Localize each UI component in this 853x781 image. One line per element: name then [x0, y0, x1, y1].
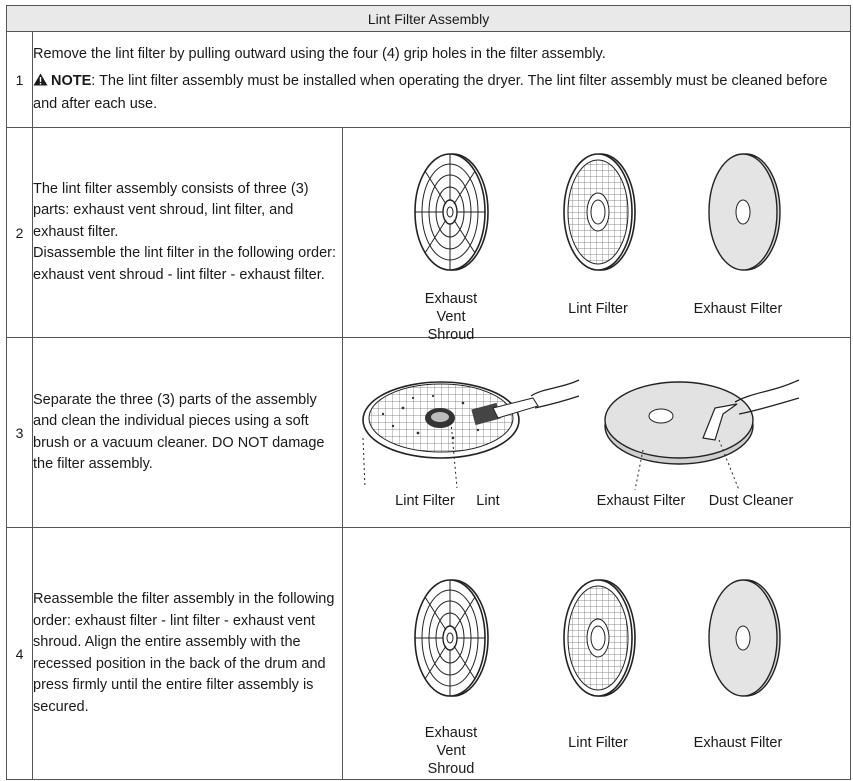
table-header-row: Lint Filter Assembly: [7, 6, 851, 32]
step-instruction: Remove the lint filter by pulling outwar…: [33, 44, 850, 66]
step-text: Separate the three (3) parts of the asse…: [33, 338, 343, 528]
caption-lint: Lint: [468, 492, 508, 510]
step-number: 3: [7, 338, 33, 528]
lint-filter-illustration: [564, 580, 635, 696]
caption-exhaust-filter: Exhaust Filter: [683, 734, 793, 752]
exhaust-filter-illustration: [709, 580, 780, 696]
exhaust-filter-cleaning-illustration: [605, 380, 799, 490]
step-text: Remove the lint filter by pulling outwar…: [33, 32, 851, 128]
exhaust-vent-shroud-illustration: [415, 580, 488, 696]
cleaning-figure: Lint Filter Lint Exhaust Filter Dust Cle…: [343, 338, 851, 528]
note-text: : The lint filter assembly must be insta…: [33, 73, 827, 112]
reassembly-figure: Exhaust Vent Shroud Lint Filter Exhaust …: [343, 528, 851, 780]
note-paragraph: NOTE: The lint filter assembly must be i…: [33, 71, 850, 115]
exhaust-vent-shroud-illustration: [415, 154, 488, 270]
exhaust-filter-illustration: [709, 154, 780, 270]
caption-exhaust-vent-shroud: Exhaust Vent Shroud: [415, 724, 487, 778]
caption-lint-filter: Lint Filter: [385, 492, 465, 510]
caption-exhaust-filter: Exhaust Filter: [683, 300, 793, 318]
caption-lint-filter: Lint Filter: [558, 300, 638, 318]
step-number: 4: [7, 528, 33, 780]
step-number: 2: [7, 128, 33, 338]
caption-lint-filter: Lint Filter: [558, 734, 638, 752]
table-row: 1 Remove the lint filter by pulling outw…: [7, 32, 851, 128]
warning-triangle-icon: [33, 72, 48, 94]
step-text: Reassemble the filter assembly in the fo…: [33, 528, 343, 780]
lint-filter-illustration: [564, 154, 635, 270]
table-row: 2 The lint filter assembly consists of t…: [7, 128, 851, 338]
caption-exhaust-vent-shroud: Exhaust Vent Shroud: [415, 290, 487, 344]
table-title: Lint Filter Assembly: [7, 6, 851, 32]
caption-exhaust-filter: Exhaust Filter: [591, 492, 691, 510]
step-text: The lint filter assembly consists of thr…: [33, 128, 343, 338]
step-paragraph: Disassemble the lint filter in the follo…: [33, 243, 342, 286]
step-paragraph: Reassemble the filter assembly in the fo…: [33, 589, 342, 718]
caption-dust-cleaner: Dust Cleaner: [699, 492, 803, 510]
step-number: 1: [7, 32, 33, 128]
lint-filter-table: Lint Filter Assembly 1 Remove the lint f…: [6, 5, 851, 780]
step-paragraph: The lint filter assembly consists of thr…: [33, 179, 342, 244]
table-row: 3 Separate the three (3) parts of the as…: [7, 338, 851, 528]
note-label: NOTE: [51, 73, 91, 89]
table-row: 4 Reassemble the filter assembly in the …: [7, 528, 851, 780]
parts-figure: Exhaust Vent Shroud Lint Filter Exhaust …: [343, 128, 851, 338]
step-paragraph: Separate the three (3) parts of the asse…: [33, 390, 342, 476]
lint-filter-cleaning-illustration: [363, 380, 579, 488]
